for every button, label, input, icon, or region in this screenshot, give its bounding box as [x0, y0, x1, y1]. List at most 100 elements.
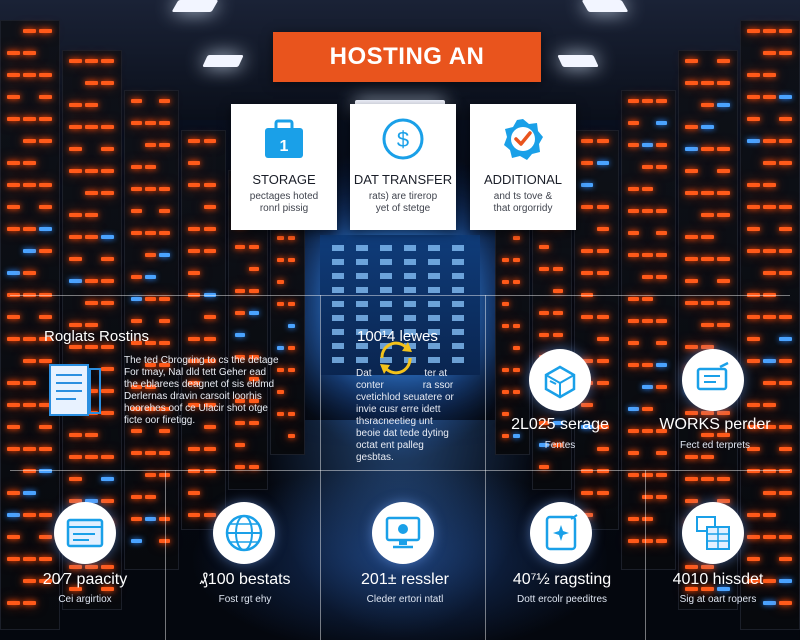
- rack-led: [642, 275, 653, 279]
- rack-led: [701, 257, 714, 261]
- card-title: ADDITIONAL: [483, 172, 562, 187]
- rack-led: [101, 477, 114, 481]
- rack-led: [288, 302, 295, 306]
- rack-led: [628, 363, 639, 367]
- rack-led: [581, 315, 593, 319]
- rack-led: [39, 557, 52, 561]
- rack-led: [597, 205, 609, 209]
- rack-led: [581, 293, 593, 297]
- rack-led: [85, 499, 98, 503]
- rack-led: [159, 517, 170, 521]
- rack-led: [553, 421, 563, 425]
- aisle-slot-light: [404, 329, 416, 335]
- ceiling-light: [202, 55, 244, 67]
- rack-led: [188, 403, 200, 407]
- rack-led: [23, 337, 36, 341]
- data-transfer-card[interactable]: $ DAT TRANSFER rats) are tirerop yet of …: [350, 104, 456, 230]
- rack-led: [235, 465, 245, 469]
- rack-led: [131, 539, 142, 543]
- rack-led: [763, 315, 776, 319]
- rack-led: [717, 433, 730, 437]
- rack-led: [69, 477, 82, 481]
- rack-led: [763, 249, 776, 253]
- aisle-slot-light: [452, 343, 464, 349]
- rack-led: [656, 539, 667, 543]
- rack-led: [513, 346, 520, 350]
- rack-led: [656, 385, 667, 389]
- rack-led: [763, 139, 776, 143]
- rack-led: [7, 51, 20, 55]
- card-title: STORAGE: [252, 172, 316, 187]
- rack-led: [717, 279, 730, 283]
- rack-led: [513, 280, 520, 284]
- card-title: DAT TRANSFER: [353, 172, 453, 187]
- aisle-slot-light: [380, 357, 392, 363]
- rack-led: [656, 363, 667, 367]
- ceiling-light: [581, 0, 629, 12]
- rack-led: [701, 477, 714, 481]
- browser-window-icon: [54, 502, 116, 564]
- rack-led: [701, 565, 714, 569]
- aisle-slot-light: [452, 301, 464, 307]
- rack-led: [249, 311, 259, 315]
- additional-card[interactable]: ADDITIONAL and ts tove & that orgorridy: [470, 104, 576, 230]
- rack-led: [656, 451, 667, 455]
- stat-title: WORKS perder: [659, 416, 771, 433]
- rack-led: [717, 257, 730, 261]
- rack-led: [39, 293, 52, 297]
- rack-led: [763, 403, 776, 407]
- rack-led: [85, 169, 98, 173]
- rack-led: [39, 117, 52, 121]
- aisle-slot-light: [380, 259, 392, 265]
- rack-led: [597, 359, 609, 363]
- rack-led: [642, 517, 653, 521]
- rack-led: [145, 187, 156, 191]
- rack-led: [642, 99, 653, 103]
- rack-led: [145, 363, 156, 367]
- rack-led: [7, 183, 20, 187]
- rack-led: [188, 337, 200, 341]
- stat-subtitle: Cei argirtiox: [58, 594, 112, 605]
- rack-led: [7, 271, 20, 275]
- rack-led: [69, 257, 82, 261]
- rack-led: [23, 513, 36, 517]
- aisle-slot-light: [380, 287, 392, 293]
- storage-card[interactable]: 1 STORAGE pectages hoted ronrl pissig: [231, 104, 337, 230]
- rack-led: [779, 249, 792, 253]
- rack-led: [204, 513, 216, 517]
- rack-led: [188, 381, 200, 385]
- rack-led: [763, 205, 776, 209]
- rack-led: [159, 539, 170, 543]
- rack-led: [581, 249, 593, 253]
- document-grid-icon: [682, 502, 744, 564]
- rack-led: [249, 289, 259, 293]
- rack-led: [235, 333, 245, 337]
- rack-led: [277, 390, 284, 394]
- stat-title: 2L025 serage: [511, 416, 609, 433]
- ceiling-light: [171, 0, 219, 12]
- rack-led: [131, 275, 142, 279]
- rack-led: [779, 205, 792, 209]
- rack-led: [502, 368, 509, 372]
- rack-led: [628, 253, 639, 257]
- rack-led: [23, 227, 36, 231]
- aisle-slot-light: [404, 301, 416, 307]
- rack-led: [188, 271, 200, 275]
- rack-led: [23, 579, 36, 583]
- rack-led: [7, 205, 20, 209]
- rack-led: [628, 341, 639, 345]
- rack-led: [513, 324, 520, 328]
- rack-led: [685, 147, 698, 151]
- server-rack: [740, 20, 800, 630]
- stat-subtitle: Fentes: [544, 440, 576, 451]
- rack-led: [502, 412, 509, 416]
- server-rack: [181, 130, 226, 530]
- rack-led: [553, 311, 563, 315]
- rack-led: [581, 403, 593, 407]
- rack-led: [101, 499, 114, 503]
- rack-led: [747, 183, 760, 187]
- rack-led: [656, 473, 667, 477]
- rack-led: [145, 165, 156, 169]
- rack-led: [69, 323, 82, 327]
- aisle-slot-light: [380, 245, 392, 251]
